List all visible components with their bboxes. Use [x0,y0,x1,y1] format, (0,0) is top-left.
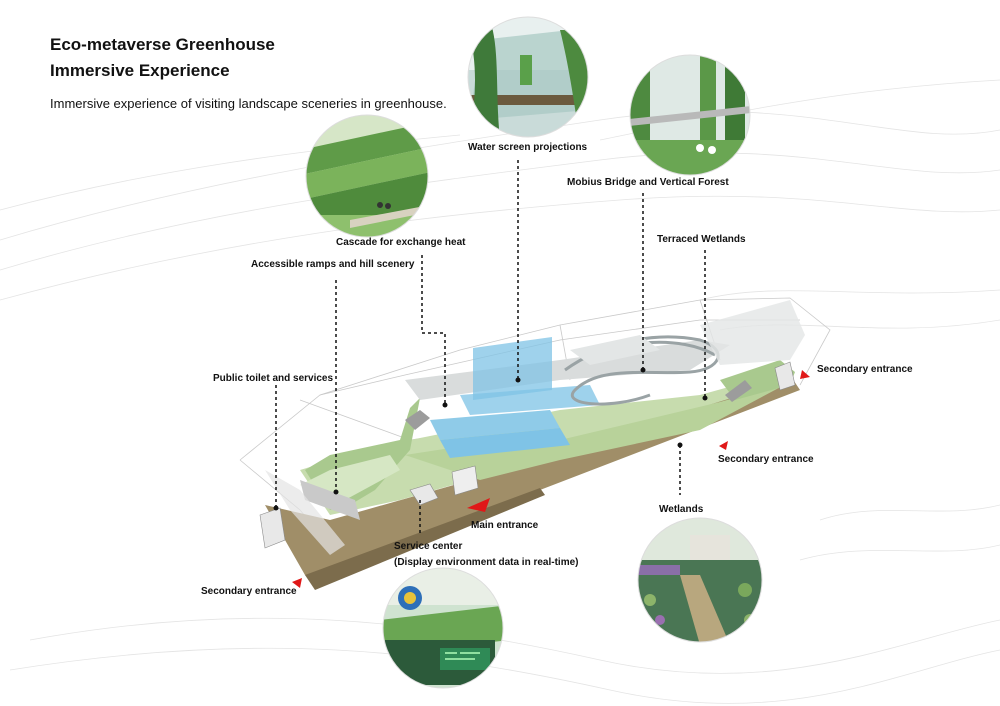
earth-base-edge [305,488,545,590]
label-cascade: Cascade for exchange heat [336,237,466,248]
left-roof [265,470,345,555]
leader-dots [273,367,708,511]
label-service-center: Service center [394,541,463,552]
label-water-screen: Water screen projections [468,142,588,153]
secondary-entrance-marker-mid [719,441,728,450]
main-entrance-block [451,465,479,496]
stair-right [725,380,752,402]
ramp-path [300,480,360,520]
label-mobius: Mobius Bridge and Vertical Forest [567,177,729,188]
photo-mobius-bridge [630,55,750,175]
bridge-deck [570,335,660,365]
secondary-entrance-marker-left [292,578,302,588]
label-toilet: Public toilet and services [213,373,334,384]
label-secondary-entrance-mid: Secondary entrance [718,454,814,465]
right-entrance-block [774,361,796,391]
photo-cascade [306,115,428,237]
page-title-line1: Eco-metaverse Greenhouse [50,35,275,54]
water-terrace-2 [440,428,570,458]
label-secondary-entrance-right: Secondary entrance [817,364,913,375]
label-main-entrance: Main entrance [471,520,539,531]
wetland-floor [405,382,790,480]
main-entrance-marker [467,498,490,512]
label-terraced-wetlands: Terraced Wetlands [657,234,746,245]
hill-ramp [300,455,400,500]
stair-left [405,410,430,430]
right-roof [700,300,805,365]
water-terrace-1 [430,410,560,440]
water-screen [473,337,552,400]
photo-water-screen [468,17,588,137]
label-wetlands: Wetlands [659,504,704,515]
photo-wetlands [638,518,762,642]
page-title-line2: Immersive Experience [50,61,230,80]
label-ramps: Accessible ramps and hill scenery [251,259,415,270]
photo-service-center [383,568,503,688]
secondary-entrance-marker-right [800,370,810,379]
label-service-center-note: (Display environment data in real-time) [394,557,579,568]
left-entrance-block [259,507,286,549]
label-secondary-entrance-left: Secondary entrance [201,586,297,597]
leader-lines [275,160,706,535]
page-subtitle: Immersive experience of visiting landsca… [50,96,447,111]
service-center-block [409,483,439,506]
